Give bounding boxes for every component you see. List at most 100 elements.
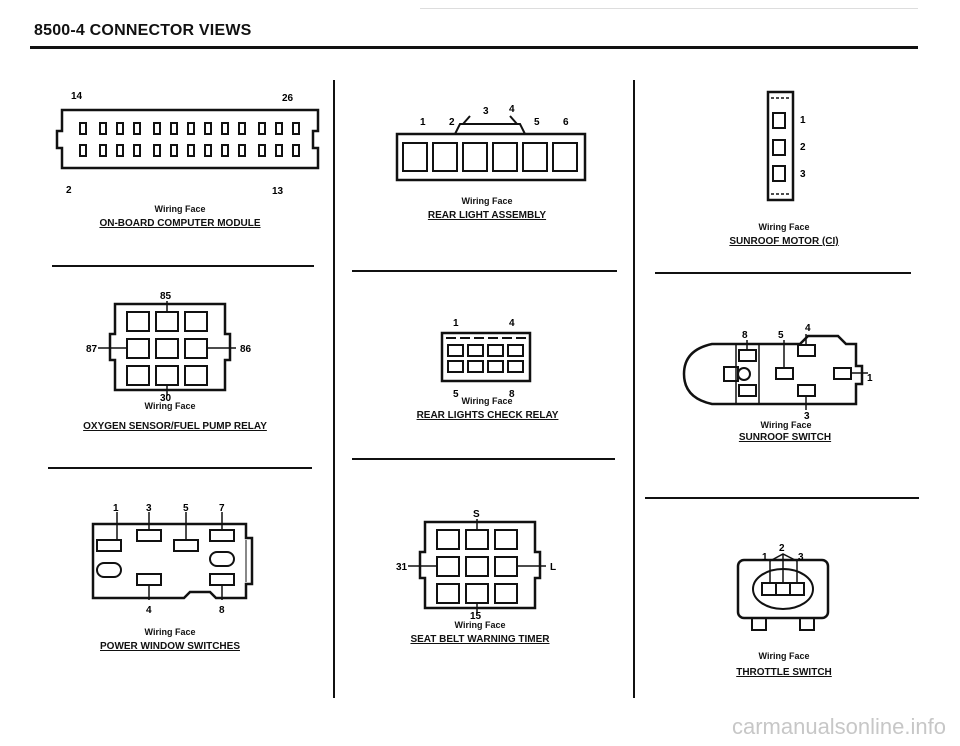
rear-light-pin-cavity [552, 142, 578, 172]
sunroof-switch-title: SUNROOF SWITCH [738, 432, 832, 443]
obc-pin-cavity [133, 122, 141, 135]
window-switches-pin-1: 1 [113, 503, 119, 514]
obc-pin-cavity [79, 144, 87, 157]
o2-relay-pin-86: 86 [240, 344, 252, 355]
window-switches-pin-5: 5 [183, 503, 189, 514]
sunroof-motor-pin-2: 2 [800, 142, 806, 153]
rear-light-pin-5: 5 [534, 117, 540, 128]
rear-lights-check-pin-cavity [467, 360, 484, 373]
seat-belt-wiring-face: Wiring Face [454, 620, 506, 630]
obc-pin-cavity [153, 122, 161, 135]
rear-lights-check-pin-cavity [507, 344, 524, 357]
rear-light-pin-cavity [462, 142, 488, 172]
rear-light-title: REAR LIGHT ASSEMBLY [427, 210, 547, 221]
rear-lights-check-pin-cavity [487, 344, 504, 357]
obc-pin-cavity [116, 122, 124, 135]
rear-light-pin-2: 2 [449, 117, 455, 128]
rear-light-pin-3: 3 [483, 106, 489, 117]
obc-pin-cavity [187, 122, 195, 135]
obc-pin-cavity [187, 144, 195, 157]
rear-light-wiring-face: Wiring Face [461, 196, 513, 206]
obc-pin-cavity [258, 122, 266, 135]
o2-relay-wiring-face: Wiring Face [144, 401, 196, 411]
row-divider [655, 272, 911, 274]
rear-lights-check-pin-4: 4 [509, 318, 515, 329]
obc-pin-cavity [258, 144, 266, 157]
sunroof-switch-wiring-face: Wiring Face [760, 420, 812, 430]
obc-pin-cavity [99, 122, 107, 135]
throttle-title: THROTTLE SWITCH [736, 667, 832, 678]
obc-pin-cavity [170, 122, 178, 135]
rear-light-pin-cavity [402, 142, 428, 172]
sunroof-switch-pin-8: 8 [742, 330, 748, 341]
sunroof-switch-pin-5: 5 [778, 330, 784, 341]
seat-belt-title: SEAT BELT WARNING TIMER [410, 634, 550, 645]
page-title: 8500-4 CONNECTOR VIEWS [34, 22, 252, 39]
rear-light-pin-4: 4 [509, 104, 515, 115]
o2-relay-pin-87: 87 [86, 344, 98, 355]
window-switches-title: POWER WINDOW SWITCHES [100, 641, 240, 652]
obc-pin-cavity [133, 144, 141, 157]
sunroof-motor-pin-3: 3 [800, 169, 806, 180]
obc-pin-cavity [292, 144, 300, 157]
header-rule [30, 46, 918, 49]
window-switches-pin-4: 4 [146, 605, 152, 616]
obc-pin-cavity [170, 144, 178, 157]
throttle-pin-3: 3 [798, 552, 804, 563]
seat-belt-pin-s: S [473, 509, 480, 520]
obc-pin-cavity [99, 144, 107, 157]
column-divider-left [333, 80, 335, 698]
sunroof-motor-pin-1: 1 [800, 115, 806, 126]
obc-pin-cavity [275, 144, 283, 157]
watermark: carmanualsonline.info [731, 714, 946, 739]
row-divider [352, 458, 615, 460]
obc-title: ON-BOARD COMPUTER MODULE [99, 218, 261, 229]
obc-pin-cavity [238, 122, 246, 135]
obc-pin-cavity [238, 144, 246, 157]
window-switches-pin-3: 3 [146, 503, 152, 514]
window-switches-pin-7: 7 [219, 503, 225, 514]
o2-relay-pin-85: 85 [160, 291, 172, 302]
o2-relay-title: OXYGEN SENSOR/FUEL PUMP RELAY [83, 421, 267, 432]
header-faint-rule [420, 8, 918, 9]
sunroof-switch-pin-1: 1 [867, 373, 873, 384]
obc-pin-26: 26 [282, 93, 294, 104]
obc-pin-14: 14 [71, 91, 83, 102]
column-divider-right [633, 80, 635, 698]
obc-pin-cavity [153, 144, 161, 157]
rear-light-pin-cavity [522, 142, 548, 172]
rear-light-pin-cavity [492, 142, 518, 172]
obc-wiring-face: Wiring Face [154, 204, 206, 214]
obc-pin-13: 13 [272, 186, 284, 197]
rear-light-pin-6: 6 [563, 117, 569, 128]
obc-pin-cavity [204, 122, 212, 135]
rear-lights-check-pin-cavity [467, 344, 484, 357]
seat-belt-pin-31: 31 [396, 562, 408, 573]
obc-pin-cavity [79, 122, 87, 135]
rear-lights-check-wiring-face: Wiring Face [461, 396, 513, 406]
window-switches-wiring-face: Wiring Face [144, 627, 196, 637]
obc-pin-2: 2 [66, 185, 72, 196]
rear-light-pin-1: 1 [420, 117, 426, 128]
row-divider [352, 270, 617, 272]
sunroof-switch-pin-4: 4 [805, 323, 811, 334]
throttle-wiring-face: Wiring Face [758, 651, 810, 661]
rear-lights-check-pin-cavity [447, 344, 464, 357]
rear-light-pin-cavity [432, 142, 458, 172]
obc-pin-cavity [204, 144, 212, 157]
row-divider [52, 265, 314, 267]
seat-belt-pin-l: L [550, 562, 556, 573]
throttle-pin-2: 2 [779, 543, 785, 554]
row-divider [645, 497, 919, 499]
obc-pin-cavity [221, 144, 229, 157]
obc-pin-cavity [116, 144, 124, 157]
sunroof-motor-wiring-face: Wiring Face [758, 222, 810, 232]
rear-lights-check-pin-cavity [507, 360, 524, 373]
rear-lights-check-pin-cavity [487, 360, 504, 373]
obc-pin-cavity [275, 122, 283, 135]
row-divider [48, 467, 312, 469]
window-switches-pin-8: 8 [219, 605, 225, 616]
rear-lights-check-pin-1: 1 [453, 318, 459, 329]
sunroof-motor-title: SUNROOF MOTOR (CI) [729, 236, 839, 247]
